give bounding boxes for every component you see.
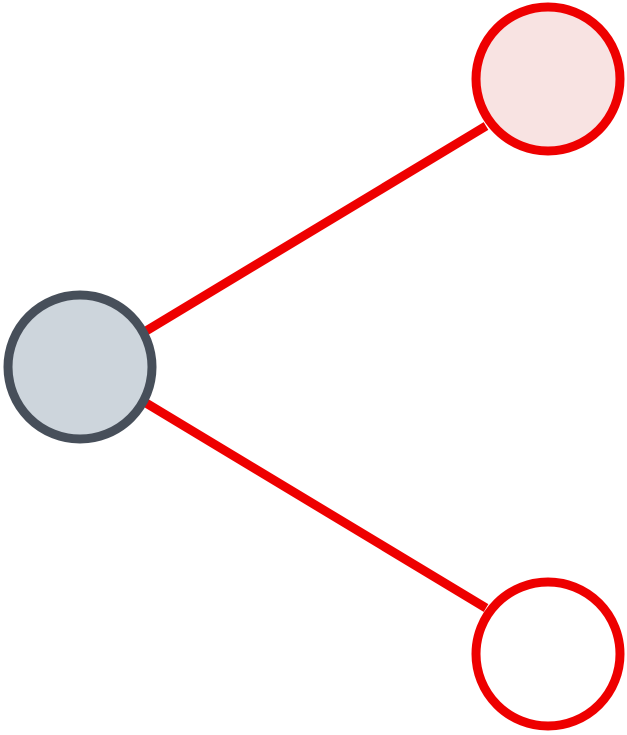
bottom-child-node — [471, 577, 625, 731]
edge-root-to-bottom-child — [143, 399, 489, 612]
top-child-node — [471, 2, 625, 156]
root-node — [3, 290, 157, 444]
edge-root-to-top-child — [143, 122, 489, 335]
